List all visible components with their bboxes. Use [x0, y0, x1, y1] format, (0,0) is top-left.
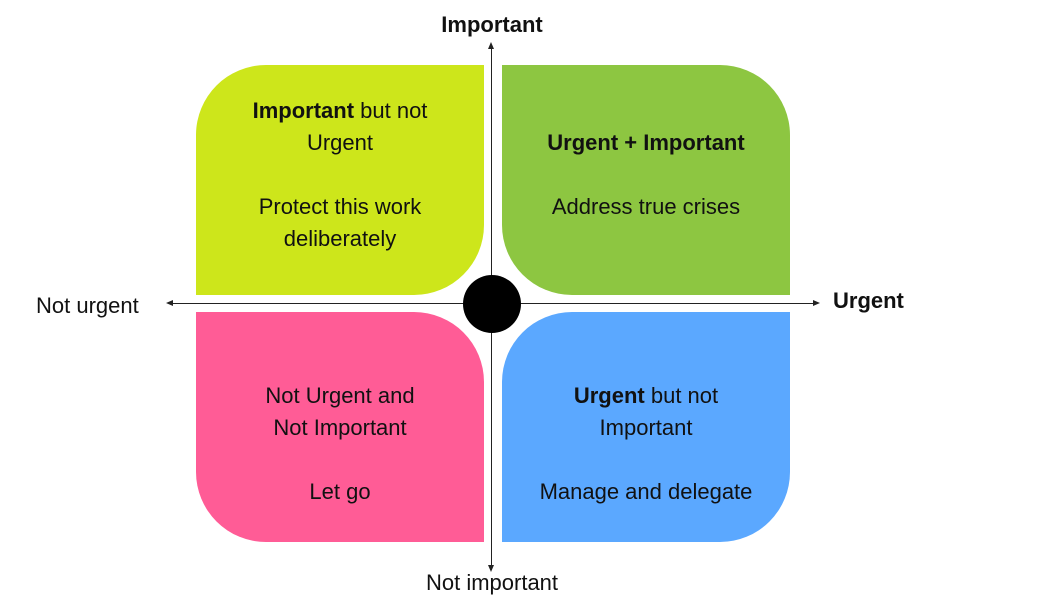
quadrant-description: Protect this work deliberately — [258, 194, 422, 251]
quadrant-title-rest: but not — [354, 98, 428, 123]
axis-label-important: Important — [441, 12, 543, 37]
arrow-up-icon — [488, 42, 494, 49]
axis-label-not-urgent: Not urgent — [36, 293, 139, 318]
axis-label-urgent: Urgent — [833, 288, 904, 313]
quadrant-title-line2: Not Important — [273, 415, 407, 440]
quadrant-urgent-not-important: Urgent but not Important Manage and dele… — [502, 312, 790, 542]
quadrant-title-bold: Urgent — [573, 383, 645, 408]
quadrant-not-urgent-not-important: Not Urgent and Not Important Let go — [196, 312, 484, 542]
quadrant-title-line1: Not Urgent and — [265, 383, 415, 408]
quadrant-important-not-urgent: Important but not Urgent Protect this wo… — [196, 65, 484, 295]
quadrant-title-rest: but not — [644, 383, 719, 408]
quadrant-title: Important but not — [253, 95, 428, 127]
axis-label-not-important: Not important — [425, 570, 559, 595]
quadrant-description: Let go — [309, 479, 371, 504]
quadrant-title: Urgent but not — [574, 380, 718, 412]
quadrant-urgent-important: Urgent + Important Address true crises — [502, 65, 790, 295]
quadrant-description: Manage and delegate — [539, 479, 753, 504]
arrow-right-icon — [813, 300, 820, 306]
center-dot — [463, 275, 521, 333]
quadrant-title-line2: Urgent — [306, 130, 374, 155]
arrow-left-icon — [166, 300, 173, 306]
arrow-down-icon — [488, 565, 494, 572]
quadrant-title-bold: Urgent + Important — [547, 130, 745, 155]
quadrant-title-bold: Important — [252, 98, 355, 123]
quadrant-description: Address true crises — [551, 194, 741, 219]
quadrant-title-line2: Important — [599, 415, 693, 440]
